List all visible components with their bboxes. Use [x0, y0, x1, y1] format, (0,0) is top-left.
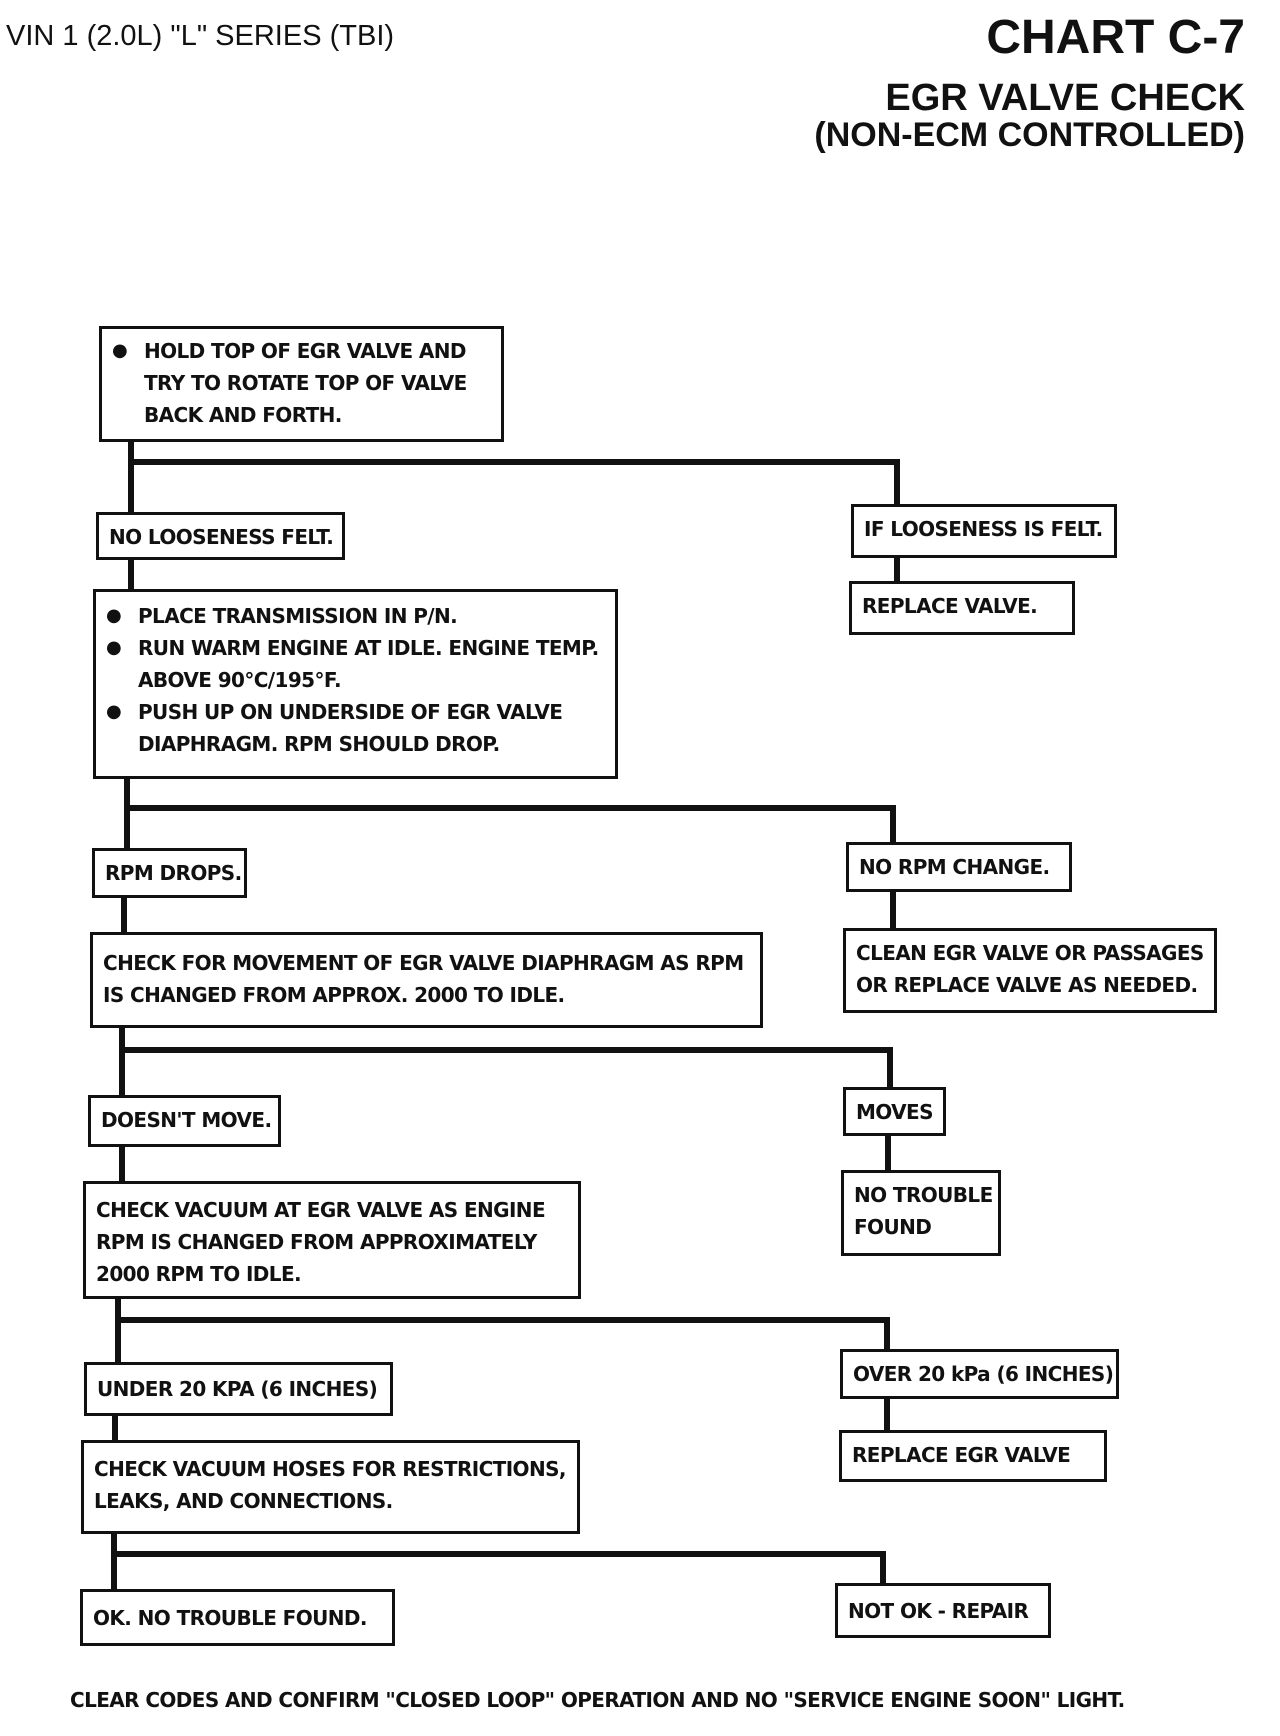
step-check-vacuum: CHECK VACUUM AT EGR VALVE AS ENGINE RPM I…	[83, 1181, 581, 1299]
step-rotate-valve: ● HOLD TOP OF EGR VALVE AND TRY TO ROTATE…	[99, 326, 504, 442]
result-no-trouble-found: NO TROUBLE FOUND	[841, 1170, 1001, 1256]
step-text: CHECK VACUUM AT EGR VALVE AS ENGINE	[96, 1198, 546, 1222]
step-idle-test: ● PLACE TRANSMISSION IN P/N. ● RUN WARM EN…	[93, 589, 618, 779]
step-text: CHECK VACUUM HOSES FOR RESTRICTIONS,	[94, 1457, 567, 1481]
result-no-looseness: NO LOOSENESS FELT.	[96, 512, 345, 560]
step-text: PUSH UP ON UNDERSIDE OF EGR VALVE	[138, 700, 563, 724]
step-check-diaphragm-movement: CHECK FOR MOVEMENT OF EGR VALVE DIAPHRAG…	[90, 932, 763, 1028]
step-text: BACK AND FORTH.	[144, 403, 342, 427]
step-text: LEAKS, AND CONNECTIONS.	[94, 1489, 393, 1513]
result-not-ok-repair: NOT OK - REPAIR	[835, 1583, 1051, 1638]
step-check-hoses: CHECK VACUUM HOSES FOR RESTRICTIONS, LEAK…	[81, 1440, 580, 1534]
step-text: NO TROUBLE	[854, 1183, 993, 1207]
result-moves: MOVES	[843, 1087, 946, 1136]
step-text: IS CHANGED FROM APPROX. 2000 TO IDLE.	[103, 983, 565, 1007]
vehicle-header: VIN 1 (2.0L) "L" SERIES (TBI)	[6, 20, 395, 52]
step-text: HOLD TOP OF EGR VALVE AND	[144, 339, 467, 363]
bullet-icon: ●	[106, 701, 122, 722]
step-text: DIAPHRAGM. RPM SHOULD DROP.	[138, 732, 500, 756]
step-text: RUN WARM ENGINE AT IDLE. ENGINE TEMP.	[138, 636, 599, 660]
result-under-20kpa: UNDER 20 KPA (6 INCHES)	[84, 1362, 393, 1416]
result-no-rpm-change: NO RPM CHANGE.	[846, 842, 1072, 892]
step-text: TRY TO ROTATE TOP OF VALVE	[144, 371, 467, 395]
step-text: ABOVE 90°C/195°F.	[138, 668, 342, 692]
bullet-icon: ●	[106, 605, 122, 626]
result-ok-no-trouble: OK. NO TROUBLE FOUND.	[80, 1589, 395, 1646]
result-looseness-felt: IF LOOSENESS IS FELT.	[851, 504, 1117, 558]
chart-subtitle: EGR VALVE CHECK	[885, 77, 1245, 119]
step-text: PLACE TRANSMISSION IN P/N.	[138, 604, 458, 628]
step-text: CLEAN EGR VALVE OR PASSAGES	[856, 941, 1204, 965]
step-text: RPM IS CHANGED FROM APPROXIMATELY	[96, 1230, 537, 1254]
action-replace-egr-valve: REPLACE EGR VALVE	[839, 1430, 1107, 1482]
footer-note: CLEAR CODES AND CONFIRM "CLOSED LOOP" OP…	[70, 1688, 1125, 1712]
action-replace-valve: REPLACE VALVE.	[849, 581, 1075, 635]
result-rpm-drops: RPM DROPS.	[92, 848, 247, 898]
step-text: OR REPLACE VALVE AS NEEDED.	[856, 973, 1198, 997]
step-text: CHECK FOR MOVEMENT OF EGR VALVE DIAPHRAG…	[103, 951, 744, 975]
bullet-icon: ●	[106, 637, 122, 658]
chart-subtitle-qualifier: (NON-ECM CONTROLLED)	[814, 116, 1245, 154]
action-clean-egr: CLEAN EGR VALVE OR PASSAGES OR REPLACE VA…	[843, 928, 1217, 1013]
bullet-icon: ●	[112, 340, 128, 361]
result-over-20kpa: OVER 20 kPa (6 INCHES)	[840, 1349, 1119, 1399]
result-doesnt-move: DOESN'T MOVE.	[88, 1095, 281, 1147]
step-text: 2000 RPM TO IDLE.	[96, 1262, 302, 1286]
chart-title: CHART C-7	[986, 11, 1245, 64]
step-text: FOUND	[854, 1215, 932, 1239]
